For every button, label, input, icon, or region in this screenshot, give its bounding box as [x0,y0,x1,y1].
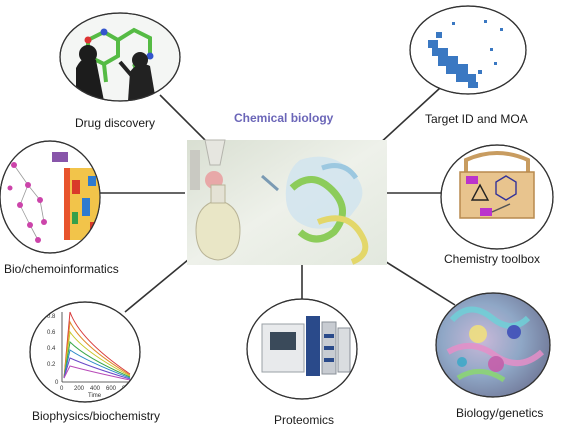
tick-x-3: 600 [106,386,117,392]
diagram-title: Chemical biology [234,111,334,125]
tick-y-0: 0.8 [47,314,56,320]
label-proteomics: Proteomics [274,413,335,426]
tick-y-1: 0.6 [47,330,56,336]
connector-genetics [374,254,456,306]
toolbox-image [440,144,554,250]
center-image [187,139,387,265]
tick-y-3: 0.2 [47,362,56,368]
axis-x-label: Time [88,393,102,399]
tick-y-4: 0 [55,380,59,386]
drug-discovery-image [59,12,181,102]
tick-x-0: 0 [60,386,64,392]
label-bioinformatics: Bio/chemoinformatics [4,262,119,276]
label-drug-discovery: Drug discovery [75,116,156,130]
bioinformatics-image [0,140,101,254]
tick-y-2: 0.4 [47,346,56,352]
tick-x-2: 400 [90,386,101,392]
target-id-image [409,5,527,95]
tick-x-1: 200 [74,386,85,392]
genetics-image [435,292,551,398]
biophysics-image: 0.8 0.6 0.4 0.2 0 0 200 400 600 800 Time [29,301,141,403]
label-target-id: Target ID and MOA [425,112,528,126]
label-genetics: Biology/genetics [456,406,544,420]
connector-target [377,87,441,146]
label-chemistry-toolbox: Chemistry toolbox [444,252,541,266]
label-biophysics: Biophysics/biochemistry [32,409,161,423]
proteomics-image [246,298,358,400]
